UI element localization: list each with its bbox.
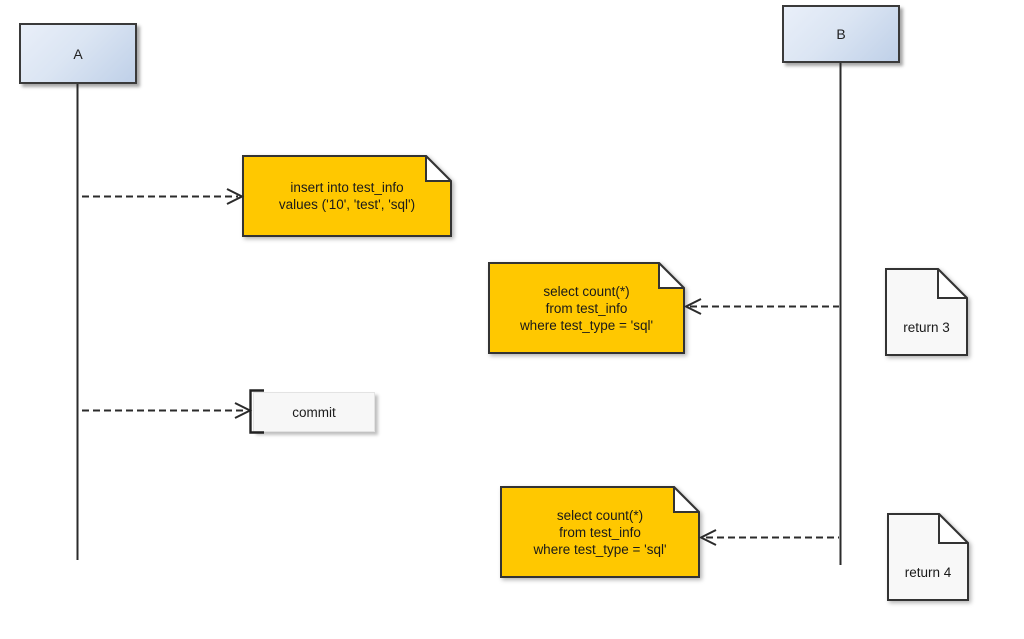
- message-arrow-insert-head: [226, 188, 245, 205]
- fold-corner-icon: [938, 513, 969, 544]
- note-shape: [242, 155, 452, 237]
- fold-corner-icon: [425, 155, 452, 182]
- message-arrow-commit-head: [234, 402, 253, 419]
- actor-label-a: A: [73, 45, 83, 62]
- note-body: [242, 155, 452, 237]
- note-return-4-text: return 4: [904, 565, 952, 580]
- note-select-2-text: select count(*) from test_info where tes…: [533, 507, 667, 557]
- note-shape: [885, 268, 968, 356]
- actor-box-a: A: [19, 23, 137, 84]
- message-arrow-select1-head: [683, 298, 702, 315]
- note-select-2: select count(*) from test_info where tes…: [500, 486, 700, 578]
- note-return-3: return 3: [885, 268, 968, 356]
- note-insert: insert into test_info values ('10', 'tes…: [242, 155, 452, 237]
- fold-corner-icon: [658, 262, 685, 289]
- note-return-4: return 4: [887, 513, 969, 601]
- fold-corner-icon: [937, 268, 968, 299]
- note-select-1-text: select count(*) from test_info where tes…: [519, 283, 654, 333]
- commit-box: commit: [253, 392, 375, 432]
- commit-label: commit: [292, 404, 336, 420]
- note-shape: [488, 262, 685, 354]
- note-body: [488, 262, 685, 354]
- actor-label-b: B: [836, 26, 846, 42]
- note-select-1: select count(*) from test_info where tes…: [488, 262, 685, 354]
- note-insert-text: insert into test_info values ('10', 'tes…: [278, 180, 416, 212]
- actor-box-b: B: [782, 5, 900, 63]
- note-return-3-text: return 3: [903, 320, 950, 335]
- message-arrow-select2-head: [698, 529, 717, 546]
- note-shape: [887, 513, 969, 601]
- fold-corner-icon: [673, 486, 700, 513]
- note-shape: [500, 486, 700, 578]
